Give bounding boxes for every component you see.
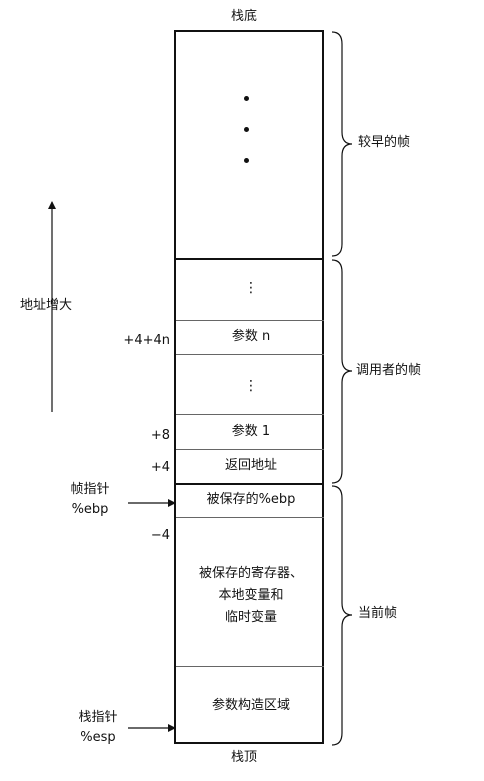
brace-caller-frame: [331, 259, 353, 484]
cell-divider: [176, 666, 324, 667]
frame-pointer-label: 帧指针: [70, 482, 110, 497]
cell-arg-1: 参数 1: [231, 424, 271, 439]
offset-return-addr: +4: [150, 460, 170, 475]
cell-saved-regs-line1: 被保存的寄存器、: [198, 566, 303, 581]
cell-divider: [176, 517, 324, 518]
brace-label-caller-frame: 调用者的帧: [356, 363, 422, 378]
stack-top-label: 栈顶: [230, 750, 257, 765]
stack-diagram: [174, 30, 324, 744]
vertical-ellipsis: ⋮: [244, 378, 258, 394]
cell-saved-ebp: 被保存的%ebp: [206, 492, 296, 507]
ellipsis-dot: [244, 127, 249, 132]
cell-divider: [176, 354, 324, 355]
stack-pointer-register: %esp: [80, 730, 116, 745]
cell-arg-n: 参数 n: [231, 329, 271, 344]
cell-saved-regs-line3: 临时变量: [224, 610, 277, 625]
brace-label-earlier-frames: 较早的帧: [358, 135, 411, 150]
cell-arg-build-area: 参数构造区域: [211, 698, 290, 713]
frame-pointer-register: %ebp: [71, 502, 109, 517]
cell-return-address: 返回地址: [224, 458, 277, 473]
brace-current-frame: [331, 485, 353, 746]
frame-divider-earlier: [176, 258, 324, 260]
stack-bottom-label: 栈底: [230, 9, 257, 24]
offset-arg-1: +8: [150, 428, 170, 443]
ellipsis-dot: [244, 96, 249, 101]
cell-divider: [176, 320, 324, 321]
vertical-ellipsis: ⋮: [244, 280, 258, 296]
brace-earlier-frames: [331, 31, 353, 257]
ellipsis-dot: [244, 158, 249, 163]
brace-label-current-frame: 当前帧: [358, 606, 398, 621]
address-grows-label: 地址增大: [20, 298, 73, 313]
cell-divider: [176, 449, 324, 450]
cell-saved-regs-line2: 本地变量和: [218, 588, 284, 603]
offset-arg-n: +4+4n: [123, 333, 170, 348]
frame-divider-current: [176, 483, 324, 485]
offset-saved-regs: −4: [150, 528, 170, 543]
stack-pointer-label: 栈指针: [78, 710, 118, 725]
cell-divider: [176, 414, 324, 415]
